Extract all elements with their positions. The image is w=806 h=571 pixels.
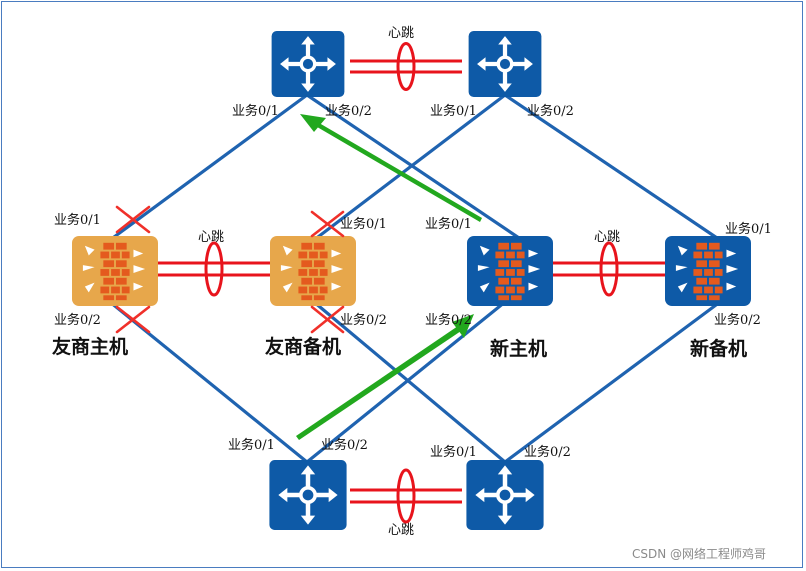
heartbeat-bottom (350, 468, 462, 524)
heartbeat-old-firewalls (158, 241, 270, 297)
link-r1-old-primary (109, 93, 308, 242)
port-label: 业务0/1 (340, 216, 387, 232)
network-links (108, 93, 721, 464)
link-r2-old-backup (313, 93, 506, 242)
port-label: 业务0/2 (425, 312, 472, 328)
firewall-new-backup (665, 236, 751, 306)
heartbeat-label: 心跳 (388, 26, 414, 41)
firewall-new-primary (467, 236, 553, 306)
port-label: 业务0/2 (714, 312, 761, 328)
arrow-up-to-new-primary (296, 314, 474, 440)
arrow-up-to-router (300, 114, 482, 222)
link-r1-new-primary (306, 93, 523, 242)
heartbeat-new-firewalls (553, 241, 665, 297)
port-label: 业务0/1 (725, 221, 772, 237)
heartbeat-label: 心跳 (198, 230, 224, 245)
port-label: 业务0/1 (425, 216, 472, 232)
firewall-old-backup (270, 236, 356, 306)
heartbeat-links (158, 42, 665, 524)
port-label: 业务0/2 (340, 312, 387, 328)
link-new-backup-r4 (504, 300, 721, 464)
watermark: CSDN @网络工程师鸡哥 (632, 546, 766, 561)
firewall-name: 友商备机 (265, 335, 341, 358)
port-label: 业务0/1 (430, 103, 477, 119)
router-bottom-right (466, 460, 543, 530)
router-icon (269, 460, 346, 530)
port-label: 业务0/2 (321, 437, 368, 453)
x-mark-icon (310, 305, 345, 334)
router-bottom-left (269, 460, 346, 530)
port-label: 业务0/2 (54, 312, 101, 328)
heartbeat-top (350, 42, 462, 91)
router-top-left (272, 31, 345, 97)
link-r2-new-backup (504, 93, 721, 242)
firewall-name: 友商主机 (52, 335, 128, 358)
port-label: 业务0/1 (430, 444, 477, 460)
traffic-arrows (296, 114, 482, 440)
x-mark-icon (310, 210, 345, 238)
firewall-name: 新备机 (690, 337, 747, 360)
firewall-old-primary (72, 236, 158, 306)
link-old-backup-r4 (312, 300, 507, 464)
port-label: 业务0/2 (524, 444, 571, 460)
firewall-name: 新主机 (490, 337, 547, 360)
port-label: 业务0/1 (228, 437, 275, 453)
router-top-right (469, 31, 542, 97)
router-icon (272, 31, 345, 97)
link-down-marks (115, 205, 345, 334)
port-label: 业务0/2 (325, 103, 372, 119)
router-icon (469, 31, 542, 97)
link-new-primary-r3 (305, 300, 507, 464)
router-icon (466, 460, 543, 530)
port-label: 业务0/1 (54, 212, 101, 228)
x-mark-icon (115, 305, 151, 334)
x-mark-icon (115, 205, 151, 234)
port-label: 业务0/1 (232, 103, 279, 119)
heartbeat-label: 心跳 (594, 230, 620, 245)
heartbeat-label: 心跳 (388, 523, 414, 538)
port-label: 业务0/2 (527, 103, 574, 119)
